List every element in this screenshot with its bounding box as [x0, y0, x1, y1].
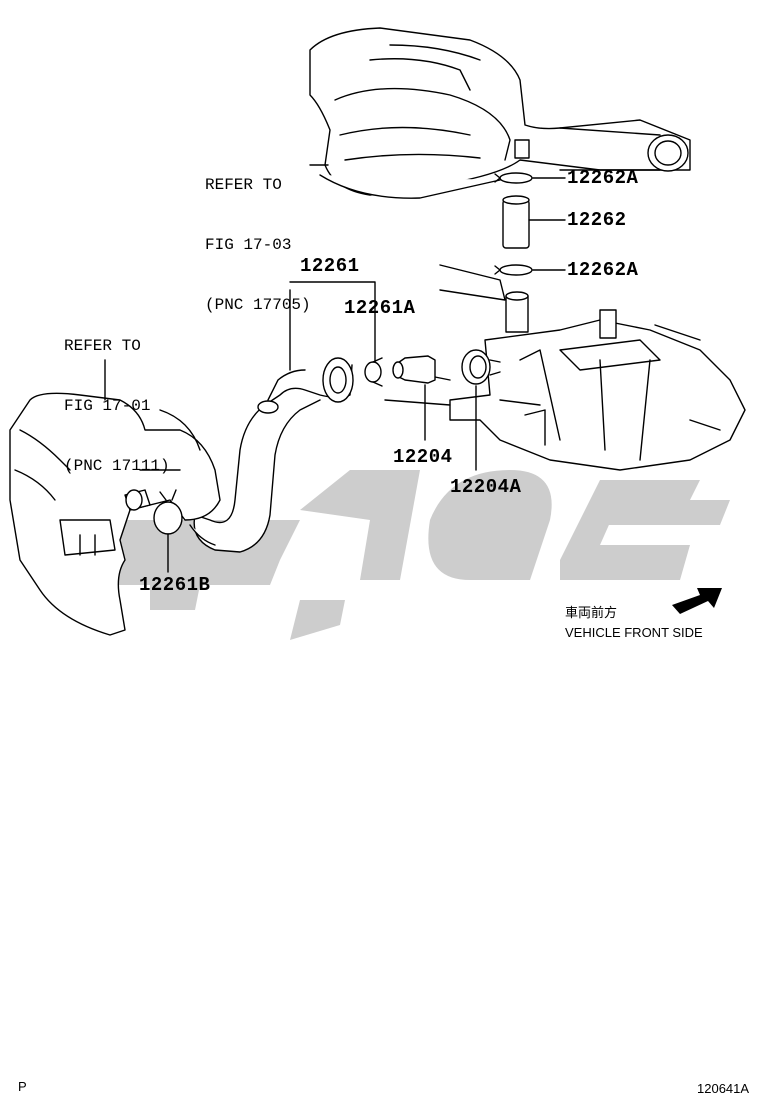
ref-line: FIG 17-03	[205, 236, 292, 254]
intake-manifold	[9, 359, 221, 636]
part-label-12261: 12261	[300, 255, 360, 277]
part-label-12204: 12204	[393, 446, 453, 468]
pcv-valve-12204	[392, 355, 436, 441]
part-label-12262A-top: 12262A	[567, 167, 639, 189]
reference-note-17-01: REFER TO FIG 17-01 (PNC 17111)	[64, 296, 170, 496]
reference-note-17-03: REFER TO FIG 17-03 (PNC 17705)	[205, 135, 311, 335]
part-label-12261A: 12261A	[344, 297, 416, 319]
footer-left-code: P	[18, 1079, 27, 1094]
part-label-12261B: 12261B	[139, 574, 211, 596]
hose-12262	[502, 195, 566, 249]
ref-line: REFER TO	[64, 337, 141, 355]
cylinder-head-cover	[384, 264, 746, 471]
clip-12262A-top	[494, 172, 566, 184]
figure-id: 120641A	[697, 1081, 750, 1096]
part-label-12204A: 12204A	[450, 476, 522, 498]
clip-12262A-bottom	[494, 264, 566, 276]
ref-line: (PNC 17705)	[205, 296, 311, 314]
direction-label-jp: 車両前方	[565, 605, 618, 620]
clip-12261A	[364, 357, 383, 387]
ventilation-hose-12261	[189, 357, 354, 553]
arrow-up-right-icon	[672, 588, 722, 614]
ref-line: (PNC 17111)	[64, 457, 170, 475]
leader-12261	[289, 281, 376, 371]
grommet-12204A	[461, 349, 501, 471]
outlet-pipe	[559, 127, 689, 172]
direction-label-en: VEHICLE FRONT SIDE	[565, 625, 703, 640]
part-label-12262: 12262	[567, 209, 627, 231]
part-label-12262A-bottom: 12262A	[567, 259, 639, 281]
ref-line: FIG 17-01	[64, 397, 151, 415]
clip-12261B	[153, 489, 183, 573]
ref-line: REFER TO	[205, 176, 282, 194]
air-cleaner-housing	[309, 27, 691, 199]
